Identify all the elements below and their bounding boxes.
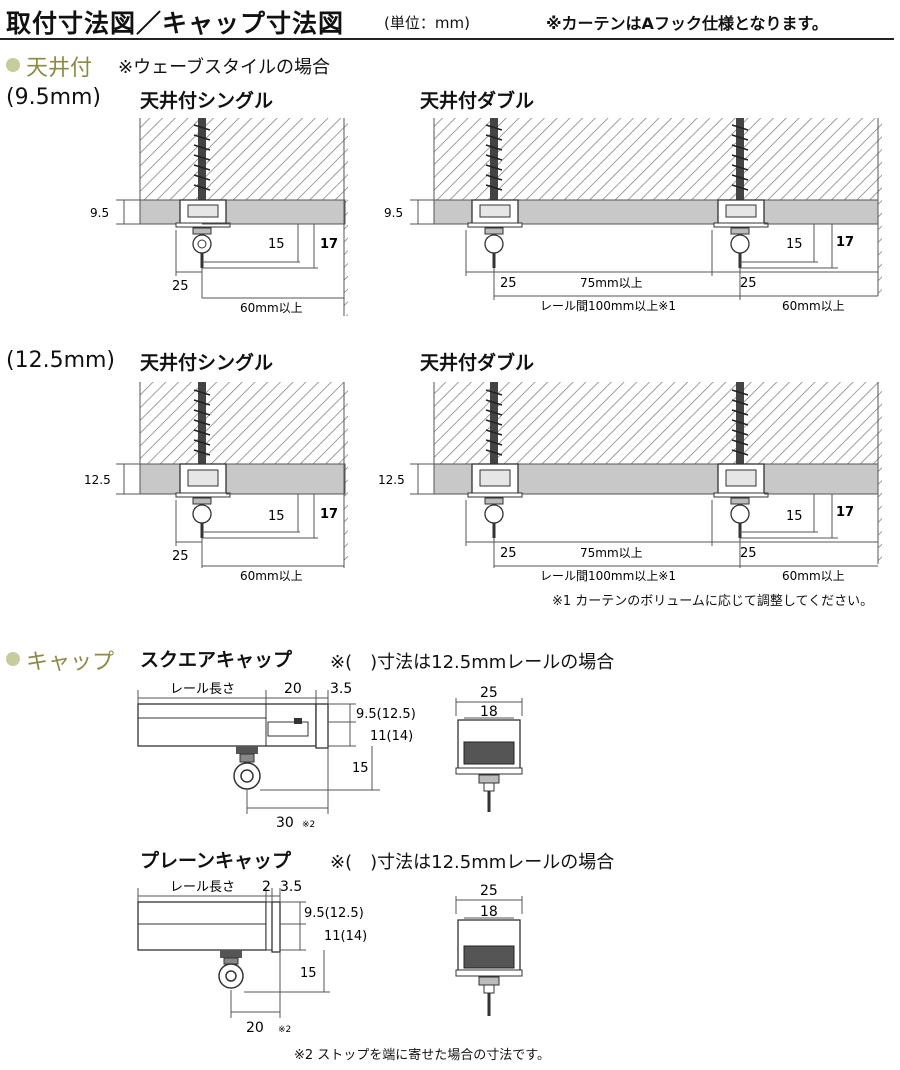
svg-text:25: 25 [480,883,498,899]
square-cap-note: ※( )寸法は12.5mmレールの場合 [330,652,615,673]
svg-text:75mm以上: 75mm以上 [580,546,643,560]
svg-text:レール間100mm以上※1: レール間100mm以上※1 [540,569,676,583]
svg-text:25: 25 [500,276,517,291]
svg-text:30: 30 [276,815,294,831]
square-cap-front-diagram: 25 18 [455,685,523,812]
svg-text:25: 25 [172,279,189,294]
plain-cap-title: プレーンキャップ [140,850,292,872]
svg-text:15: 15 [352,761,369,776]
svg-text:11(14): 11(14) [324,929,367,944]
svg-text:レール長さ: レール長さ [170,682,235,697]
screw-icon [193,118,211,200]
svg-text:75mm以上: 75mm以上 [580,276,643,290]
double-title-95: 天井付ダブル [420,90,535,112]
plain-cap-note: ※( )寸法は12.5mmレールの場合 [330,852,615,873]
svg-text:9.5(12.5): 9.5(12.5) [356,707,416,722]
header-divider [0,38,894,40]
hook-note: ※カーテンはAフック仕様となります。 [546,14,828,33]
svg-text:12.5: 12.5 [378,473,405,487]
screw-icon [731,118,749,200]
section-bullet-icon [6,652,20,666]
svg-text:18: 18 [480,704,498,720]
svg-text:※2: ※2 [278,1025,291,1035]
svg-text:※2: ※2 [302,820,315,830]
svg-text:15: 15 [268,509,285,524]
screw-icon [731,382,749,470]
cap-section-title: キャップ [26,650,115,675]
svg-text:15: 15 [786,509,803,524]
svg-text:60mm以上: 60mm以上 [782,299,845,313]
square-cap-title: スクエアキャップ [140,649,293,671]
footnote-1: ※1 カーテンのボリュームに応じて調整してください。 [552,594,874,609]
svg-text:3.5: 3.5 [280,879,302,895]
svg-text:25: 25 [480,685,498,701]
svg-text:11(14): 11(14) [370,729,413,744]
svg-text:25: 25 [740,546,757,561]
screw-icon [193,382,211,470]
double-title-125: 天井付ダブル [420,352,535,374]
svg-text:17: 17 [836,235,854,250]
svg-text:レール間100mm以上※1: レール間100mm以上※1 [540,299,676,313]
svg-text:15: 15 [786,237,803,252]
rail-size-label-125: (12.5mm) [6,348,116,373]
screw-icon [485,118,503,200]
svg-text:17: 17 [320,237,338,252]
square-cap-side-diagram: レール長さ 20 3.5 9.5(12.5) 11(14) 15 30 ※2 [137,681,416,831]
svg-text:25: 25 [740,276,757,291]
svg-text:15: 15 [268,237,285,252]
unit-label: (単位：mm) [384,14,470,32]
svg-text:60mm以上: 60mm以上 [782,569,845,583]
svg-text:レール長さ: レール長さ [170,880,235,895]
footnote-2: ※2 ストップを端に寄せた場合の寸法です。 [294,1048,550,1063]
plain-cap-front-diagram: 25 18 [455,883,523,1016]
screw-icon [485,382,503,470]
svg-text:60mm以上: 60mm以上 [240,569,303,583]
svg-text:25: 25 [500,546,517,561]
svg-text:2: 2 [262,879,271,895]
single-diagram-95: 9.5 15 17 25 60mm以上 [90,118,348,316]
svg-text:18: 18 [480,904,498,920]
page-title: 取付寸法図／キャップ寸法図 [6,9,345,38]
svg-text:60mm以上: 60mm以上 [240,301,303,315]
section-bullet-icon [6,58,20,72]
svg-text:25: 25 [172,549,189,564]
svg-text:20: 20 [246,1020,264,1036]
single-title-95: 天井付シングル [140,90,274,112]
svg-text:15: 15 [300,966,317,981]
ceiling-section-note: ※ウェーブスタイルの場合 [118,57,331,78]
double-diagram-125: 12.5 15 17 25 75mm以上 25 レール間100mm以上※1 60… [378,382,882,583]
double-diagram-95: 9.5 15 17 25 75mm以上 25 レール間100mm以上※1 60m… [384,118,882,313]
svg-text:17: 17 [836,505,854,520]
svg-text:17: 17 [320,507,338,522]
rail-size-label-95: (9.5mm) [6,85,102,110]
svg-text:12.5: 12.5 [84,473,111,487]
svg-text:9.5(12.5): 9.5(12.5) [304,906,364,921]
svg-text:3.5: 3.5 [330,681,352,697]
plain-cap-side-diagram: レール長さ 2 3.5 9.5(12.5) 11(14) 15 20 ※2 [137,879,367,1036]
single-title-125: 天井付シングル [140,352,274,374]
ceiling-section-title: 天井付 [26,56,93,81]
svg-text:20: 20 [284,681,302,697]
dim-9.5: 9.5 [90,206,109,220]
svg-text:9.5: 9.5 [384,206,403,220]
single-diagram-125: 12.5 15 17 25 60mm以上 [84,382,348,583]
